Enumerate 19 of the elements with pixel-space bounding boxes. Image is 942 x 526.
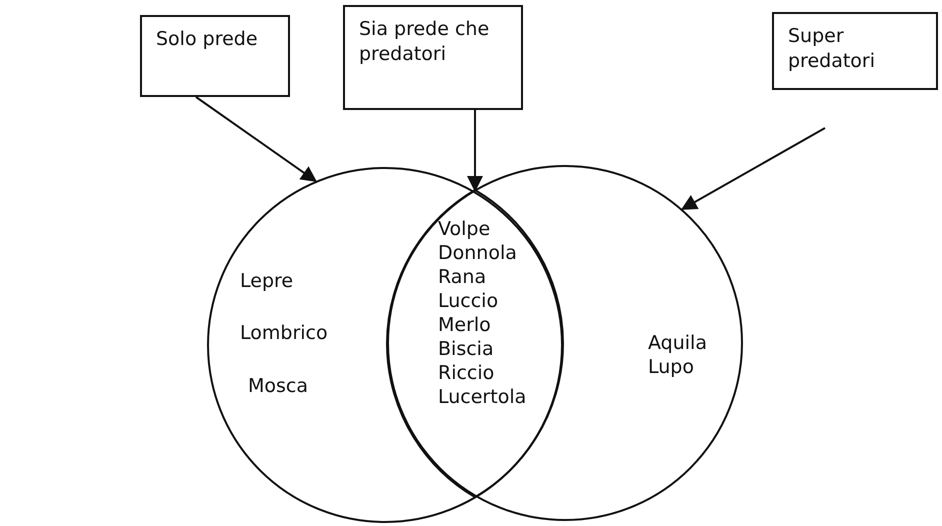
animal-name: Mosca — [248, 377, 308, 396]
animal-name: Biscia — [438, 340, 494, 359]
label-box: Solo prede — [140, 15, 290, 97]
arrow — [680, 127, 826, 210]
animal-name: Lepre — [240, 272, 294, 291]
animal-name: Lupo — [648, 358, 694, 377]
animal-name: Aquila — [648, 334, 707, 353]
animal-name: Merlo — [438, 316, 491, 335]
animal-name: Volpe — [438, 220, 490, 239]
arrow — [467, 110, 483, 192]
animal-name: Donnola — [438, 244, 517, 263]
animal-name: Lombrico — [240, 324, 328, 343]
arrow — [195, 96, 318, 182]
animal-name: Lucertola — [438, 388, 526, 407]
animal-name: Luccio — [438, 292, 498, 311]
label-box: Sia prede che predatori — [343, 5, 523, 110]
label-box: Super predatori — [772, 12, 938, 90]
animal-name: Riccio — [438, 364, 494, 383]
animal-name: Rana — [438, 268, 486, 287]
